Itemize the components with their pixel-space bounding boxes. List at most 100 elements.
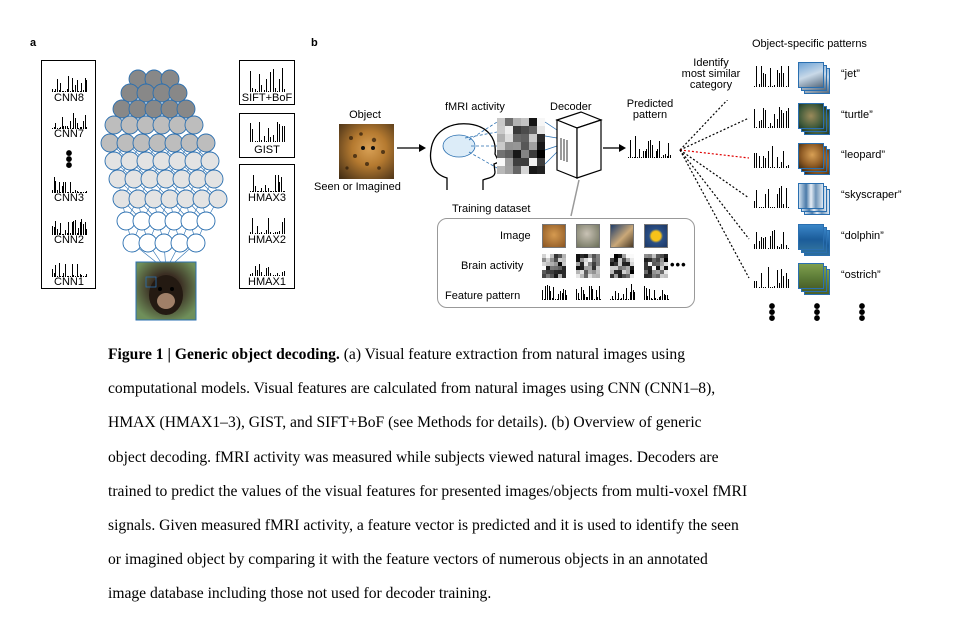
network-node — [180, 133, 200, 153]
network-node — [184, 151, 204, 171]
network-node — [132, 211, 152, 231]
hmax2-label: HMAX2 — [248, 234, 286, 246]
training-image-lion — [542, 224, 566, 248]
sift-bof-box — [239, 60, 295, 105]
network-node — [120, 151, 140, 171]
network-node — [168, 83, 188, 103]
network-node — [192, 189, 212, 209]
network-node — [204, 169, 224, 189]
training-dataset-title: Training dataset — [452, 203, 531, 215]
caption-line-1: (a) Visual feature extraction from natur… — [339, 346, 685, 363]
cnn-feature-bars — [52, 113, 88, 129]
fmri-voxel-grid — [497, 118, 545, 174]
cnn2-label: CNN2 — [54, 234, 84, 246]
caption-line-7: or imagined object by comparing it with … — [108, 551, 708, 569]
cnn-feature-bars — [52, 261, 88, 277]
network-node — [170, 233, 190, 253]
category-pattern-bars — [754, 146, 790, 168]
category-label: “dolphin” — [841, 230, 884, 242]
training-brain-activity-grid — [542, 254, 566, 278]
network-node — [132, 133, 152, 153]
training-brain-activity-grid — [610, 254, 634, 278]
hmax3-label: HMAX3 — [248, 192, 286, 204]
object-specific-patterns-header: Object-specific patterns — [752, 38, 867, 50]
patterns-ellipsis: ••• — [768, 296, 776, 330]
caption-line-2: computational models. Visual features ar… — [108, 380, 716, 398]
network-node — [120, 83, 140, 103]
training-image-dog — [576, 224, 600, 248]
network-node — [144, 99, 164, 119]
network-node — [176, 99, 196, 119]
caption-line-4: object decoding. fMRI activity was measu… — [108, 448, 719, 466]
category-image-stack — [798, 103, 824, 129]
category-label: “turtle” — [841, 109, 873, 121]
object-leopard-image — [339, 124, 394, 179]
panel-a-letter: a — [30, 37, 37, 49]
training-feature-pattern-bars — [576, 284, 602, 300]
cnn8-label: CNN8 — [54, 92, 84, 104]
network-node — [136, 151, 156, 171]
network-node — [148, 211, 168, 231]
category-label: “leopard” — [841, 149, 886, 161]
network-node — [180, 211, 200, 231]
training-feature-pattern-bars — [644, 284, 670, 300]
training-feature-pattern-label: Feature pattern — [445, 290, 521, 302]
network-node — [164, 133, 184, 153]
images-ellipsis: ••• — [813, 296, 821, 330]
network-node — [160, 189, 180, 209]
network-node — [208, 189, 228, 209]
gist-feature-bars — [250, 120, 286, 142]
caption-line-6: signals. Given measured fMRI activity, a… — [108, 517, 739, 535]
network-node — [168, 151, 188, 171]
training-image-flower — [644, 224, 668, 248]
decoding-pipeline-diagram — [397, 100, 750, 279]
training-image-label: Image — [500, 230, 531, 242]
hmax1-label: HMAX1 — [248, 276, 286, 288]
cnn-features-box — [41, 60, 96, 289]
gist-box — [239, 113, 295, 158]
network-node — [136, 83, 156, 103]
category-image-stack — [798, 62, 824, 88]
network-node — [188, 169, 208, 189]
network-node — [104, 115, 124, 135]
head-outline — [429, 123, 500, 190]
network-node — [148, 133, 168, 153]
predicted-pattern-bars — [628, 136, 672, 158]
category-label: “skyscraper” — [841, 189, 902, 201]
figure-caption: Figure 1 | Generic object decoding. (a) … — [108, 338, 848, 612]
network-node — [172, 169, 192, 189]
sift-bof-feature-bars — [250, 66, 286, 92]
network-node — [108, 169, 128, 189]
network-node — [122, 233, 142, 253]
object-label: Object — [349, 109, 381, 121]
gist-label: GIST — [254, 144, 280, 156]
training-image-horse — [610, 224, 634, 248]
panel-b-letter: b — [311, 37, 318, 49]
network-node — [186, 233, 206, 253]
training-brain-activity-grid — [644, 254, 668, 278]
network-node — [120, 115, 140, 135]
network-node — [164, 211, 184, 231]
category-image-stack — [798, 183, 824, 209]
identify-category-label: Identify most similar category — [681, 57, 741, 91]
network-node — [160, 99, 180, 119]
network-node — [168, 115, 188, 135]
network-node — [152, 83, 172, 103]
network-node — [116, 211, 136, 231]
network-node — [156, 169, 176, 189]
network-node — [196, 211, 216, 231]
network-node — [140, 169, 160, 189]
cnn-network-diagram — [100, 69, 228, 321]
network-node — [124, 169, 144, 189]
network-node — [200, 151, 220, 171]
category-pattern-bars — [754, 266, 790, 288]
cnn-ellipsis: ••• — [65, 143, 73, 177]
decoder-label: Decoder — [550, 101, 592, 113]
network-node — [184, 115, 204, 135]
seen-or-imagined-label: Seen or Imagined — [314, 181, 401, 193]
cnn-feature-bars — [52, 76, 88, 92]
sift-bof-label: SIFT+BoF — [241, 92, 293, 104]
network-node — [116, 133, 136, 153]
cnn-feature-bars — [52, 219, 88, 235]
category-pattern-bars — [754, 65, 790, 87]
